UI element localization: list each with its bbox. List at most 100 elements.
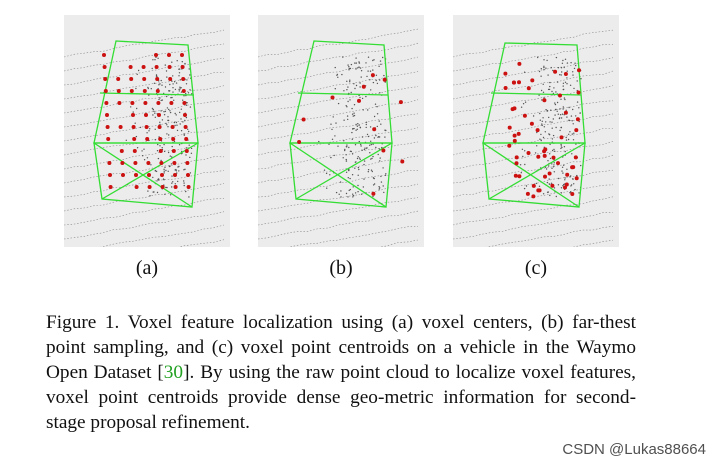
vehicle-point — [166, 124, 168, 126]
vehicle-point — [561, 146, 563, 149]
vehicle-point — [574, 188, 576, 191]
feature-point — [570, 165, 575, 170]
vehicle-point — [572, 139, 575, 141]
panel-b-farthest-point-sampling — [258, 15, 424, 247]
vehicle-point — [146, 132, 148, 134]
vehicle-point — [342, 56, 344, 58]
vehicle-point — [135, 135, 138, 138]
vehicle-point — [185, 83, 188, 85]
vehicle-point — [357, 174, 359, 176]
vehicle-point — [564, 150, 566, 153]
vehicle-point — [548, 134, 551, 136]
lidar-scan-line — [453, 169, 614, 198]
vehicle-point — [348, 146, 350, 149]
vehicle-point — [572, 123, 574, 125]
vehicle-point — [352, 186, 354, 188]
vehicle-point — [549, 121, 551, 123]
feature-point — [155, 77, 160, 81]
vehicle-point — [362, 109, 364, 111]
vehicle-point — [544, 131, 546, 133]
vehicle-point — [566, 77, 568, 79]
vehicle-point — [188, 130, 190, 133]
vehicle-point — [548, 116, 550, 119]
vehicle-point — [189, 156, 191, 159]
feature-point — [155, 89, 160, 93]
vehicle-point — [151, 107, 154, 110]
vehicle-point — [334, 135, 336, 137]
vehicle-point — [152, 176, 154, 179]
vehicle-point — [171, 175, 173, 177]
vehicle-point — [383, 74, 385, 77]
vehicle-point — [348, 67, 350, 70]
vehicle-point — [563, 164, 565, 166]
vehicle-point — [374, 103, 377, 105]
vehicle-point — [569, 176, 571, 178]
vehicle-point — [189, 172, 192, 174]
vehicle-point — [359, 126, 361, 128]
vehicle-point — [332, 116, 334, 118]
vehicle-point — [352, 115, 354, 117]
vehicle-point — [560, 126, 563, 129]
lidar-scan-line — [486, 226, 614, 247]
vehicle-point — [565, 109, 567, 112]
vehicle-point — [562, 85, 564, 87]
vehicle-point — [540, 89, 543, 92]
vehicle-point — [339, 181, 342, 183]
vehicle-point — [385, 129, 387, 132]
vehicle-point — [169, 194, 172, 196]
feature-point — [181, 77, 186, 81]
vehicle-point — [340, 190, 342, 192]
vehicle-point — [525, 185, 528, 187]
vehicle-point — [182, 121, 184, 123]
feature-point — [517, 80, 521, 85]
vehicle-point — [541, 120, 543, 123]
vehicle-point — [375, 79, 377, 82]
vehicle-point — [171, 182, 173, 184]
vehicle-point — [549, 81, 551, 84]
vehicle-point — [377, 153, 379, 156]
vehicle-point — [351, 153, 354, 155]
vehicle-point — [178, 90, 180, 92]
vehicle-point — [520, 106, 523, 108]
vehicle-point — [373, 177, 375, 180]
feature-point — [134, 173, 138, 177]
vehicle-point — [165, 186, 167, 189]
vehicle-point — [367, 109, 369, 111]
vehicle-point — [380, 63, 382, 65]
vehicle-point — [147, 87, 149, 90]
vehicle-point — [179, 123, 181, 125]
box-diagonal — [295, 142, 393, 200]
vehicle-point — [130, 106, 132, 108]
vehicle-point — [173, 121, 176, 124]
bounding-box — [93, 40, 199, 208]
vehicle-point — [367, 135, 370, 138]
feature-point — [107, 161, 112, 165]
feature-point — [147, 173, 151, 177]
vehicle-point — [183, 169, 185, 171]
vehicle-point — [552, 118, 554, 120]
vehicle-point — [165, 70, 168, 72]
feature-point — [130, 101, 135, 105]
citation-link[interactable]: 30 — [163, 362, 184, 383]
vehicle-point — [541, 99, 543, 101]
subfigure-label-b: (b) — [329, 257, 353, 279]
vehicle-point — [349, 99, 351, 101]
vehicle-point — [159, 145, 161, 147]
vehicle-point — [376, 113, 379, 115]
vehicle-point — [168, 90, 170, 92]
vehicle-point — [558, 177, 560, 180]
vehicle-point — [188, 196, 190, 198]
vehicle-point — [169, 165, 171, 167]
vehicle-point — [553, 187, 556, 189]
vehicle-point — [161, 147, 163, 149]
feature-point — [158, 137, 163, 141]
vehicle-point — [538, 185, 541, 187]
vehicle-point — [178, 88, 180, 91]
lidar-scan-line — [258, 28, 419, 58]
vehicle-point — [334, 88, 336, 90]
feature-point — [180, 65, 185, 69]
vehicle-point — [184, 119, 186, 122]
feature-point — [513, 173, 518, 178]
vehicle-point — [540, 68, 542, 70]
vehicle-point — [524, 101, 527, 103]
